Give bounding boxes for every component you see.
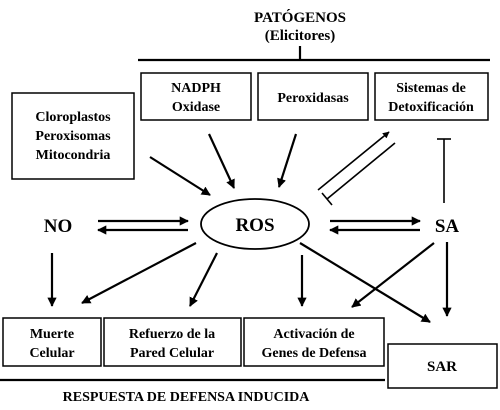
pathogens-subtitle: (Elicitores) <box>265 28 336 44</box>
inhibit-bar-ros <box>321 192 333 206</box>
ros-label: ROS <box>235 215 274 236</box>
induced-defense-response-label: RESPUESTA DE DEFENSA INDUCIDA <box>63 390 311 405</box>
peroxidasas-label: Peroxidasas <box>277 91 349 106</box>
organelles-box <box>11 92 135 180</box>
arrow-sa-to-activacion <box>351 242 435 308</box>
peroxidasas-box <box>257 72 369 121</box>
arrow-organelles-to-ros <box>149 156 211 196</box>
no-label: NO <box>44 216 73 237</box>
detoxification-label-1: Sistemas de <box>396 81 466 96</box>
nadph-oxidase-label-1: NADPH <box>171 81 221 96</box>
activacion-label-2: Genes de Defensa <box>262 346 367 361</box>
organelle-label-2: Peroxisomas <box>35 129 111 144</box>
sar-label: SAR <box>427 359 457 375</box>
arrow-peroxidasas-to-ros <box>277 133 298 188</box>
muerte-celular-box <box>2 317 102 367</box>
organelle-label-3: Mitocondria <box>36 148 111 163</box>
detoxification-systems-box <box>374 72 489 121</box>
sar-box <box>387 343 498 389</box>
detoxification-label-2: Detoxificación <box>388 100 474 115</box>
organelle-label-1: Cloroplastos <box>35 110 111 125</box>
sa-label: SA <box>435 216 460 237</box>
pathogens-title: PATÓGENOS <box>254 9 346 26</box>
muerte-label-2: Celular <box>29 346 74 361</box>
arrow-ros-to-muerte <box>81 242 197 304</box>
arrow-ros-to-detox <box>317 131 390 191</box>
nadph-oxidase-box <box>140 72 252 121</box>
ros-ellipse <box>200 198 310 250</box>
nadph-oxidase-label-2: Oxidase <box>172 100 220 115</box>
refuerzo-pared-box <box>103 317 242 367</box>
activacion-genes-box <box>243 317 385 367</box>
inhibit-detox-to-ros <box>326 142 396 200</box>
refuerzo-label-1: Refuerzo de la <box>129 327 215 342</box>
muerte-label-1: Muerte <box>30 327 74 342</box>
arrow-nadph-to-ros <box>208 133 235 189</box>
refuerzo-label-2: Pared Celular <box>130 346 214 361</box>
arrow-ros-to-refuerzo <box>189 252 218 307</box>
arrow-ros-to-sar <box>299 242 431 323</box>
activacion-label-1: Activación de <box>273 327 354 342</box>
